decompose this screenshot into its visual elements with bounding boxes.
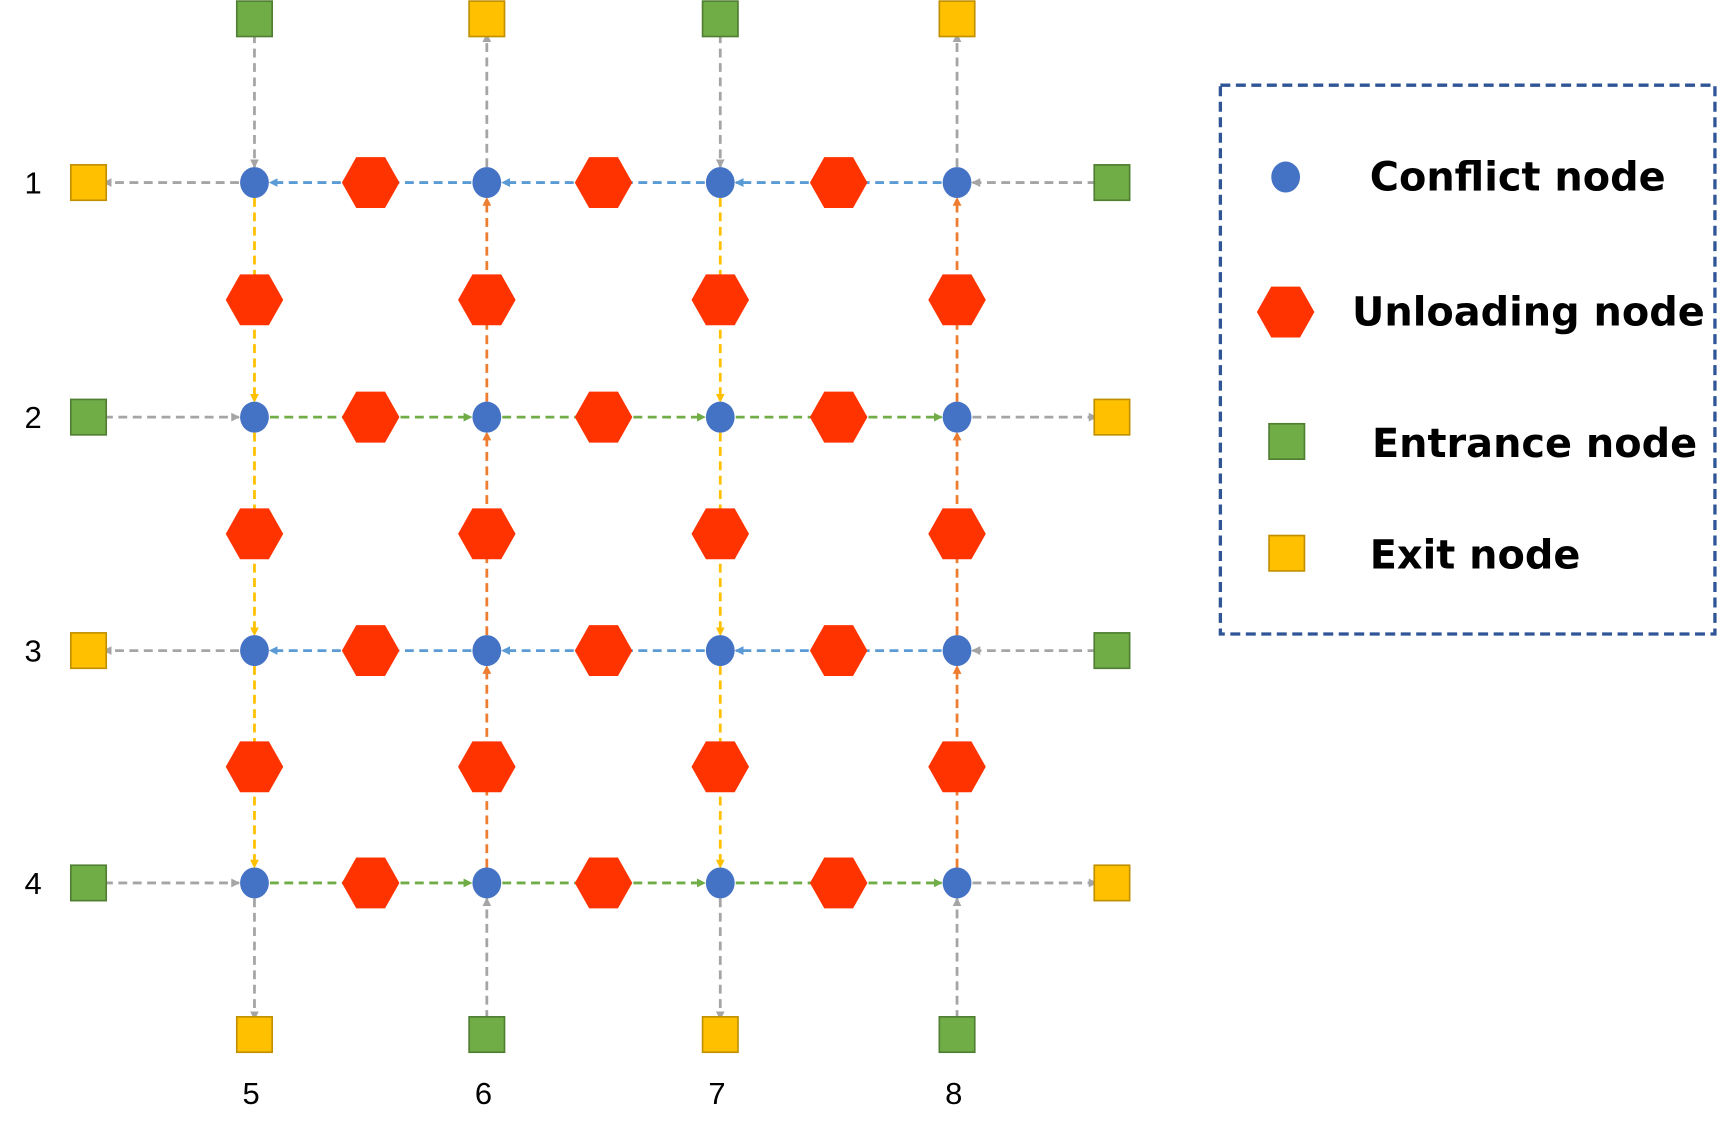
unloading-node (574, 625, 633, 677)
exit-node (468, 0, 506, 38)
legend-label-entrance: Entrance node (1372, 421, 1697, 467)
conflict-node (942, 867, 972, 899)
unloading-node (225, 274, 284, 326)
exit-node (69, 632, 108, 670)
row-label: 3 (25, 634, 42, 669)
legend-label-conflict: Conflict node (1370, 154, 1666, 200)
conflict-node (942, 167, 972, 199)
nodes (69, 0, 1131, 1054)
row-label: 1 (25, 166, 42, 201)
conflict-node (705, 867, 735, 899)
unloading-node (341, 391, 400, 443)
entrance-node (1093, 164, 1131, 202)
unloading-node (928, 508, 986, 560)
axis-labels: 1 2 3 4 5 6 7 8 (25, 166, 963, 1112)
unloading-node (691, 741, 750, 793)
legend-border (1218, 83, 1717, 636)
conflict-node (472, 635, 502, 667)
entrance-node (938, 1015, 976, 1054)
legend-conflict-icon (1271, 161, 1301, 193)
unloading-node (341, 157, 400, 209)
unloading-node (225, 508, 284, 560)
row-label: 2 (25, 400, 42, 435)
exit-node (701, 1015, 739, 1054)
conflict-node (472, 867, 502, 899)
legend: Conflict node Unloading node Entrance no… (1218, 83, 1717, 636)
unloading-node (809, 625, 868, 677)
legend-label-exit: Exit node (1370, 533, 1581, 579)
column-label: 8 (945, 1076, 962, 1111)
unloading-node (341, 857, 400, 909)
unloading-node (458, 274, 516, 326)
unloading-node (809, 391, 868, 443)
conflict-node (240, 167, 269, 199)
exit-node (69, 164, 108, 202)
exit-node (1093, 864, 1131, 902)
unloading-node (809, 857, 868, 909)
legend-label-unloading: Unloading node (1352, 289, 1705, 335)
conflict-node (240, 401, 269, 433)
unloading-node (574, 157, 633, 209)
column-label: 7 (708, 1076, 725, 1111)
conflict-node (942, 635, 972, 667)
row-label: 4 (25, 866, 42, 901)
conflict-node (705, 401, 735, 433)
edges (102, 33, 1098, 1021)
unloading-node (928, 274, 986, 326)
column-label: 6 (475, 1076, 492, 1111)
unloading-node (574, 857, 633, 909)
exit-node (235, 1015, 274, 1054)
entrance-node (468, 1015, 506, 1054)
conflict-node (240, 635, 269, 667)
unloading-node (691, 274, 750, 326)
legend-unloading-icon (1256, 286, 1315, 338)
conflict-node (240, 867, 269, 899)
conflict-node (942, 401, 972, 433)
entrance-node (1093, 632, 1131, 670)
conflict-node (472, 167, 502, 199)
unloading-node (574, 391, 633, 443)
unloading-node (691, 508, 750, 560)
unloading-node (809, 157, 868, 209)
exit-node (938, 0, 976, 38)
entrance-node (69, 398, 108, 436)
legend-exit-icon (1268, 534, 1306, 572)
conflict-node (705, 635, 735, 667)
exit-node (1093, 398, 1131, 436)
entrance-node (701, 0, 739, 38)
conflict-node (472, 401, 502, 433)
entrance-node (69, 864, 108, 902)
column-label: 5 (243, 1076, 260, 1111)
unloading-node (458, 741, 516, 793)
unloading-node (341, 625, 400, 677)
unloading-node (225, 741, 284, 793)
conflict-node (705, 167, 735, 199)
legend-entrance-icon (1268, 422, 1306, 461)
unloading-node (458, 508, 516, 560)
entrance-node (235, 0, 274, 38)
unloading-node (928, 741, 986, 793)
